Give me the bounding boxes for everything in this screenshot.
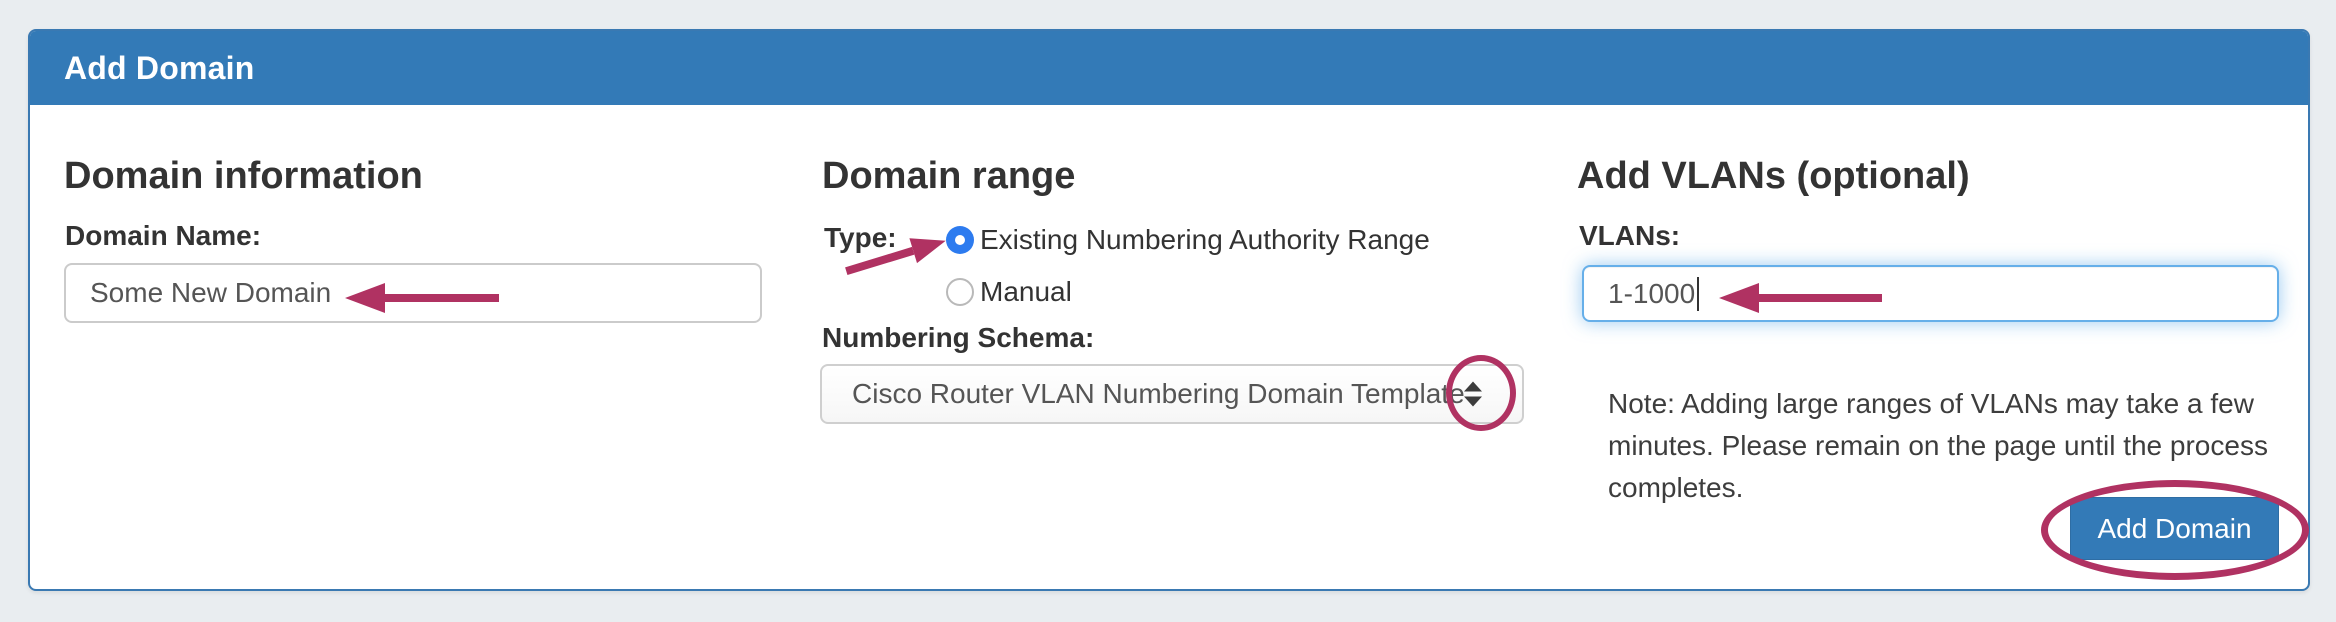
type-option-manual[interactable]: Manual (946, 276, 1072, 308)
add-vlans-heading: Add VLANs (optional) (1577, 155, 1970, 197)
numbering-schema-label: Numbering Schema: (822, 322, 1095, 353)
vlans-note: Note: Adding large ranges of VLANs may t… (1608, 388, 2268, 503)
vlans-input[interactable]: 1-1000 (1582, 265, 2279, 322)
numbering-schema-selected-option: Cisco Router VLAN Numbering Domain Templ… (852, 378, 1465, 409)
add-domain-button-ellipse-annotation (2041, 480, 2309, 580)
radio-selected-icon[interactable] (946, 226, 974, 254)
add-domain-panel: Add Domain Domain information Domain Nam… (28, 29, 2310, 591)
domain-information-heading: Domain information (64, 155, 423, 197)
type-option-existing-range[interactable]: Existing Numbering Authority Range (946, 224, 1430, 256)
vlans-arrow-annotation (1719, 283, 1882, 313)
arrow-left-icon (1719, 283, 1759, 313)
domain-name-value: Some New Domain (90, 277, 332, 308)
type-label: Type: (824, 222, 897, 253)
radio-unselected-icon[interactable] (946, 278, 974, 306)
domain-name-input[interactable]: Some New Domain (64, 263, 762, 323)
text-cursor (1697, 276, 1700, 311)
vlans-value: 1-1000 (1608, 277, 1696, 309)
domain-name-arrow-annotation (345, 283, 499, 313)
vlans-label: VLANs: (1579, 220, 1681, 251)
arrow-right-icon (909, 228, 950, 264)
schema-caret-circle-annotation (1446, 355, 1516, 431)
type-option-existing-range-label[interactable]: Existing Numbering Authority Range (980, 224, 1430, 255)
domain-range-heading: Domain range (822, 155, 1076, 197)
domain-name-label: Domain Name: (65, 220, 262, 251)
type-option-manual-label[interactable]: Manual (980, 276, 1072, 307)
panel-title: Add Domain (64, 49, 255, 86)
panel-header: Add Domain (30, 31, 2308, 105)
numbering-schema-select[interactable]: Cisco Router VLAN Numbering Domain Templ… (820, 364, 1524, 424)
arrow-left-icon (345, 283, 385, 313)
